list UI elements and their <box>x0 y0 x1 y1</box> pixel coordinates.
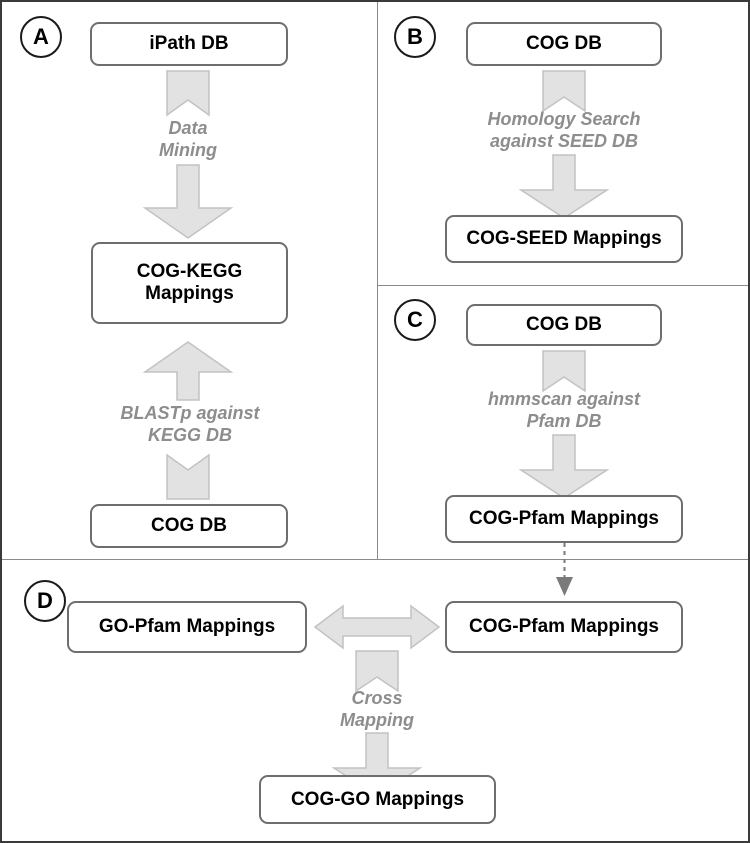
arrow-tail-cross-mapping <box>355 650 399 693</box>
edge-label-cross-mapping: Cross Mapping <box>340 688 414 730</box>
node-cog-db-c[interactable]: COG DB <box>466 304 662 346</box>
divider-vertical-top <box>377 2 378 559</box>
node-cog-db-b[interactable]: COG DB <box>466 22 662 66</box>
panel-badge-c: C <box>394 299 436 341</box>
arrow-head-homology-search <box>518 154 610 219</box>
panel-badge-b: B <box>394 16 436 58</box>
arrow-head-blastp <box>142 341 234 401</box>
arrow-tail-homology-search <box>542 70 586 113</box>
node-cog-pfam-mappings-d[interactable]: COG-Pfam Mappings <box>445 601 683 653</box>
node-cog-go-mappings[interactable]: COG-GO Mappings <box>259 775 496 824</box>
arrow-bidirectional-cross-mapping <box>313 604 441 650</box>
node-cog-pfam-mappings-c[interactable]: COG-Pfam Mappings <box>445 495 683 543</box>
divider-horizontal-bc <box>377 285 748 286</box>
arrow-head-hmmscan <box>518 434 610 499</box>
edge-label-homology-search: Homology Search against SEED DB <box>487 109 641 151</box>
panel-badge-a: A <box>20 16 62 58</box>
arrow-tail-blastp <box>166 453 210 500</box>
edge-label-blastp: BLASTp against KEGG DB <box>120 403 260 445</box>
node-ipath-db[interactable]: iPath DB <box>90 22 288 66</box>
edge-label-data-mining: Data Mining <box>159 118 217 160</box>
arrow-tail-hmmscan <box>542 350 586 393</box>
node-cog-seed-mappings[interactable]: COG-SEED Mappings <box>445 215 683 263</box>
dashed-arrow-c-to-d <box>556 543 573 596</box>
arrow-tail-data-mining <box>166 70 210 117</box>
edge-label-hmmscan: hmmscan against Pfam DB <box>487 389 641 431</box>
node-cog-kegg-mappings[interactable]: COG-KEGG Mappings <box>91 242 288 324</box>
arrow-head-data-mining <box>142 164 234 239</box>
node-go-pfam-mappings[interactable]: GO-Pfam Mappings <box>67 601 307 653</box>
panel-badge-d: D <box>24 580 66 622</box>
divider-horizontal-d <box>2 559 748 560</box>
node-cog-db-a[interactable]: COG DB <box>90 504 288 548</box>
